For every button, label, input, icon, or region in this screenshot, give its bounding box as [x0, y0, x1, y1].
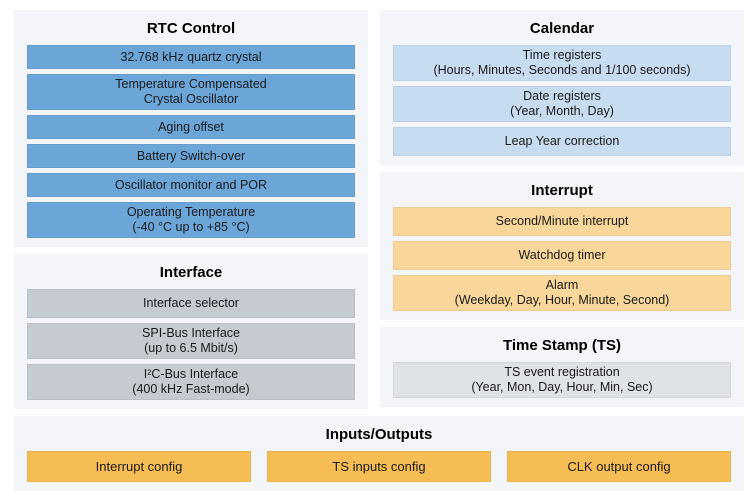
- box-label: Aging offset: [158, 119, 224, 134]
- rtc-block-diagram: RTC Control 32.768 kHz quartz crystal Te…: [14, 10, 744, 491]
- box-ts-inputs-config: TS inputs config: [267, 451, 491, 482]
- box-clk-output-config: CLK output config: [507, 451, 731, 482]
- box-label-line1: Date registers: [523, 89, 601, 103]
- box-second-minute-interrupt: Second/Minute interrupt: [393, 207, 731, 236]
- box-label-line1: Operating Temperature: [126, 205, 256, 219]
- box-watchdog-timer: Watchdog timer: [393, 241, 731, 270]
- calendar-title: Calendar: [529, 20, 595, 37]
- box-spi-bus-interface: SPI-Bus Interface (up to 6.5 Mbit/s): [27, 323, 355, 359]
- interface-title: Interface: [159, 264, 223, 281]
- box-aging-offset: Aging offset: [27, 115, 355, 139]
- box-battery-switch-over: Battery Switch-over: [27, 144, 355, 168]
- box-interface-selector: Interface selector: [27, 289, 355, 318]
- interface-section: Interface Interface selector SPI-Bus Int…: [14, 254, 368, 409]
- box-interrupt-config: Interrupt config: [27, 451, 251, 482]
- box-label-line1: Alarm: [545, 278, 579, 292]
- rtc-control-section: RTC Control 32.768 kHz quartz crystal Te…: [14, 10, 368, 247]
- interrupt-title: Interrupt: [531, 182, 593, 199]
- box-label-line1: Temperature Compensated: [115, 77, 267, 91]
- time-stamp-section: Time Stamp (TS) TS event registration (Y…: [380, 327, 744, 407]
- box-label: Watchdog timer: [518, 248, 606, 262]
- box-label: Oscillator monitor and POR: [114, 177, 268, 192]
- diagram-columns: RTC Control 32.768 kHz quartz crystal Te…: [14, 10, 744, 409]
- box-label-line2: (up to 6.5 Mbit/s): [144, 341, 238, 355]
- time-stamp-title: Time Stamp (TS): [502, 337, 622, 354]
- box-label-line1: SPI-Bus Interface: [142, 326, 240, 340]
- box-label: 32.768 kHz quartz crystal: [120, 49, 262, 64]
- box-tcxo: Temperature Compensated Crystal Oscillat…: [27, 74, 355, 110]
- box-label-line2: (Weekday, Day, Hour, Minute, Second): [454, 293, 670, 307]
- box-label-line1: TS event registration: [504, 365, 620, 379]
- calendar-section: Calendar Time registers (Hours, Minutes,…: [380, 10, 744, 165]
- box-label: TS inputs config: [332, 459, 426, 474]
- box-label-line2: Crystal Oscillator: [143, 92, 239, 106]
- box-leap-year-correction: Leap Year correction: [393, 127, 731, 156]
- box-label-line2: (Year, Mon, Day, Hour, Min, Sec): [471, 380, 653, 394]
- box-label-line1: Time registers: [522, 48, 602, 62]
- box-label-line2: (Hours, Minutes, Seconds and 1/100 secon…: [433, 63, 691, 77]
- box-label: Battery Switch-over: [136, 148, 246, 163]
- box-label: CLK output config: [567, 459, 671, 474]
- left-column: RTC Control 32.768 kHz quartz crystal Te…: [14, 10, 368, 409]
- right-column: Calendar Time registers (Hours, Minutes,…: [380, 10, 744, 409]
- box-label: Leap Year correction: [504, 134, 620, 148]
- box-oscillator-monitor-por: Oscillator monitor and POR: [27, 173, 355, 197]
- inputs-outputs-section: Inputs/Outputs Interrupt config TS input…: [14, 416, 744, 491]
- inputs-outputs-row: Interrupt config TS inputs config CLK ou…: [27, 446, 731, 482]
- box-label-line2: (400 kHz Fast-mode): [132, 382, 250, 396]
- box-quartz-crystal: 32.768 kHz quartz crystal: [27, 45, 355, 69]
- box-label: Second/Minute interrupt: [495, 214, 629, 228]
- box-time-registers: Time registers (Hours, Minutes, Seconds …: [393, 45, 731, 81]
- box-label-line2: (-40 °C up to +85 °C): [132, 220, 250, 234]
- box-label: Interrupt config: [95, 459, 183, 474]
- interrupt-section: Interrupt Second/Minute interrupt Watchd…: [380, 172, 744, 320]
- box-label-line2: (Year, Month, Day): [510, 104, 614, 118]
- box-ts-event-registration: TS event registration (Year, Mon, Day, H…: [393, 362, 731, 398]
- rtc-control-title: RTC Control: [146, 20, 236, 37]
- box-date-registers: Date registers (Year, Month, Day): [393, 86, 731, 122]
- box-operating-temperature: Operating Temperature (-40 °C up to +85 …: [27, 202, 355, 238]
- inputs-outputs-title: Inputs/Outputs: [325, 426, 433, 443]
- box-i2c-bus-interface: I²C-Bus Interface (400 kHz Fast-mode): [27, 364, 355, 400]
- box-label-line1: I²C-Bus Interface: [143, 367, 239, 381]
- box-alarm: Alarm (Weekday, Day, Hour, Minute, Secon…: [393, 275, 731, 311]
- box-label: Interface selector: [143, 296, 239, 310]
